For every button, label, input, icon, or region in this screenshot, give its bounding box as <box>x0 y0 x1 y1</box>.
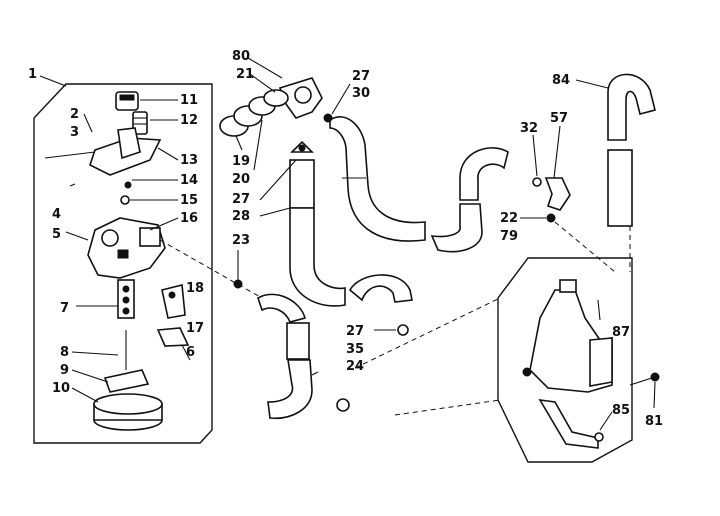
callout-87: 87 <box>612 325 630 340</box>
pump-assembly-panel <box>497 257 633 463</box>
valve-gasket <box>120 195 130 205</box>
seal-rings <box>219 89 289 137</box>
callout-1: 1 <box>28 67 37 82</box>
callout-21: 21 <box>236 67 254 82</box>
hose-elbow <box>532 177 571 223</box>
callout-23: 23 <box>232 233 250 248</box>
pump-screw <box>629 372 660 386</box>
pump-body <box>522 279 613 393</box>
callout-24: 24 <box>346 359 364 374</box>
callout-3: 3 <box>70 125 79 140</box>
valve-bracket <box>156 283 190 347</box>
callout-8: 8 <box>60 345 69 360</box>
leader-lines <box>39 57 656 431</box>
callout-12: 12 <box>180 113 198 128</box>
valve-cap <box>115 91 139 111</box>
callout-27-b: 27 <box>232 192 250 207</box>
valve-body-upper <box>44 127 162 189</box>
dashed-connectors <box>159 221 631 416</box>
callout-19: 19 <box>232 154 250 169</box>
callout-32: 32 <box>520 121 538 136</box>
pump-bracket <box>538 398 604 449</box>
callout-10: 10 <box>52 381 70 396</box>
callout-14: 14 <box>180 173 198 188</box>
callout-27-a: 27 <box>352 69 370 84</box>
small-clamps <box>233 113 409 336</box>
valve-housing <box>87 217 166 279</box>
u-hose <box>430 147 509 253</box>
callout-27-c: 27 <box>346 324 364 339</box>
callout-2: 2 <box>70 107 79 122</box>
callout-labels: 1 2 3 4 5 6 7 8 9 10 11 12 13 14 15 16 1… <box>28 49 663 429</box>
callout-28: 28 <box>232 209 250 224</box>
callout-35: 35 <box>346 342 364 357</box>
lower-hose <box>257 274 413 420</box>
standpipe <box>607 73 656 227</box>
callout-11: 11 <box>180 93 198 108</box>
callout-22: 22 <box>500 211 518 226</box>
callout-7: 7 <box>60 301 69 316</box>
callout-9: 9 <box>60 363 69 378</box>
callout-17: 17 <box>186 321 204 336</box>
upper-hose <box>329 116 426 242</box>
callout-81: 81 <box>645 414 663 429</box>
callout-16: 16 <box>180 211 198 226</box>
callout-20: 20 <box>232 172 250 187</box>
callout-30: 30 <box>352 86 370 101</box>
callout-80: 80 <box>232 49 250 64</box>
callout-85: 85 <box>612 403 630 418</box>
callout-4: 4 <box>52 207 61 222</box>
callout-84: 84 <box>552 73 570 88</box>
callout-18: 18 <box>186 281 204 296</box>
callout-79: 79 <box>500 229 518 244</box>
valve-shaft <box>103 330 150 393</box>
callout-57: 57 <box>550 111 568 126</box>
callout-13: 13 <box>180 153 198 168</box>
callout-15: 15 <box>180 193 198 208</box>
tub-ring <box>93 393 163 431</box>
valve-plunger <box>117 279 135 319</box>
valve-spring <box>132 111 148 135</box>
elbow-fitting <box>278 77 323 119</box>
callout-5: 5 <box>52 227 61 242</box>
center-tube <box>289 140 346 307</box>
callout-6: 6 <box>186 345 195 360</box>
valve-assembly-panel <box>33 83 213 444</box>
